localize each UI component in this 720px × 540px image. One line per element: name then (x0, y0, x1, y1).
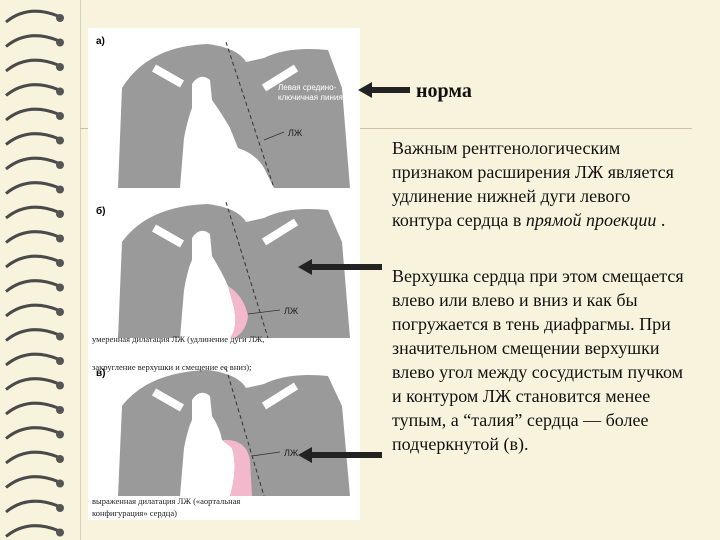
norma-label: норма (416, 80, 472, 102)
spiral-hole (56, 504, 64, 512)
spiral-ring (5, 181, 59, 195)
spiral-hole (56, 259, 64, 267)
caption-b-line-2: закругление верхушки и смещение ее вниз)… (92, 362, 252, 372)
spiral-ring (5, 450, 59, 465)
spiral-ring (5, 377, 59, 391)
spiral-ring (5, 303, 59, 318)
spiral-ring (5, 475, 59, 489)
xray-diagram: а) Левая средино- ключичная линия ЛЖ б) … (96, 36, 350, 497)
spiral-ring (5, 156, 59, 171)
spiral-ring (5, 499, 59, 514)
arrow-left-icon (358, 82, 410, 98)
spiral-hole (56, 112, 64, 120)
spiral-hole (56, 332, 64, 341)
spiral-ring (5, 230, 59, 244)
spiral-hole (56, 185, 64, 194)
paragraph-1-end: . (656, 210, 666, 230)
spiral-ring (5, 107, 59, 122)
spiral-ring (5, 9, 59, 24)
spiral-hole (56, 14, 64, 22)
heart-shadow-a (180, 76, 274, 188)
spiral-ring (5, 254, 59, 269)
spiral-hole (56, 38, 64, 47)
caption-b-line-1: умеренная дилатация ЛЖ (удлинение дуги Л… (92, 334, 265, 344)
spiral-hole (56, 283, 64, 292)
panel-c: в) ЛЖ (96, 367, 350, 497)
panel-b-letter: б) (96, 205, 106, 217)
spiral-binding (5, 9, 64, 538)
caption-c-line-2: конфигурация» сердца) (92, 508, 177, 518)
paragraph-2: Верхушка сердца при этом смещается влево… (392, 266, 684, 454)
panel-a: а) Левая средино- ключичная линия ЛЖ (96, 36, 350, 189)
lv-label-b: ЛЖ (284, 306, 299, 316)
caption-c-line-1: выраженная дилатация ЛЖ («аортальная (92, 496, 241, 506)
spiral-hole (56, 406, 64, 414)
xray-figure: а) Левая средино- ключичная линия ЛЖ б) … (88, 28, 360, 520)
spiral-ring (5, 58, 59, 73)
lv-highlight-c (222, 439, 252, 496)
spiral-hole (56, 136, 64, 145)
spiral-hole (56, 528, 64, 537)
panel-c-letter: в) (96, 368, 105, 379)
spiral-hole (56, 455, 64, 463)
spiral-hole (56, 63, 64, 71)
spiral-hole (56, 308, 64, 316)
spiral-ring (5, 205, 59, 220)
spiral-hole (56, 210, 64, 218)
spiral-ring (5, 426, 59, 440)
margin-line-vertical (80, 0, 81, 540)
spiral-hole (56, 161, 64, 169)
line-label-2: ключичная линия (278, 93, 343, 102)
spiral-hole (56, 381, 64, 390)
line-label-1: Левая средино- (278, 83, 337, 92)
spiral-hole (56, 234, 64, 243)
spiral-ring (5, 34, 59, 48)
spiral-ring (5, 83, 59, 97)
margin-line-horizontal (80, 128, 692, 129)
spiral-ring (5, 352, 59, 367)
spiral-ring (5, 401, 59, 416)
midclavicular-line-c (225, 367, 265, 497)
spiral-ring (5, 132, 59, 146)
spiral-ring (5, 328, 59, 342)
lv-highlight-b (228, 286, 248, 338)
paragraph-1-italic: прямой проекции (525, 210, 657, 230)
lv-label-c: ЛЖ (284, 448, 299, 458)
spiral-ring (5, 524, 59, 538)
panel-a-letter: а) (96, 36, 105, 47)
heart-shadow-c (180, 392, 235, 496)
paragraph-1: Важным рентгенологическим признаком расш… (392, 136, 692, 232)
paragraph-1-main: Важным рентгенологическим признаком расш… (392, 138, 674, 230)
midclavicular-line-b (225, 201, 269, 339)
spiral-hole (56, 87, 64, 96)
arrow-left-icon (298, 447, 382, 463)
heart-shadow-b (180, 230, 236, 338)
spiral-hole (56, 479, 64, 488)
arrow-left-icon (298, 259, 382, 275)
panel-b: б) ЛЖ (96, 201, 350, 339)
spiral-hole (56, 357, 64, 365)
lv-label-a: ЛЖ (288, 128, 303, 138)
spiral-ring (5, 279, 59, 293)
spiral-hole (56, 430, 64, 439)
midclavicular-line-a (225, 41, 275, 189)
